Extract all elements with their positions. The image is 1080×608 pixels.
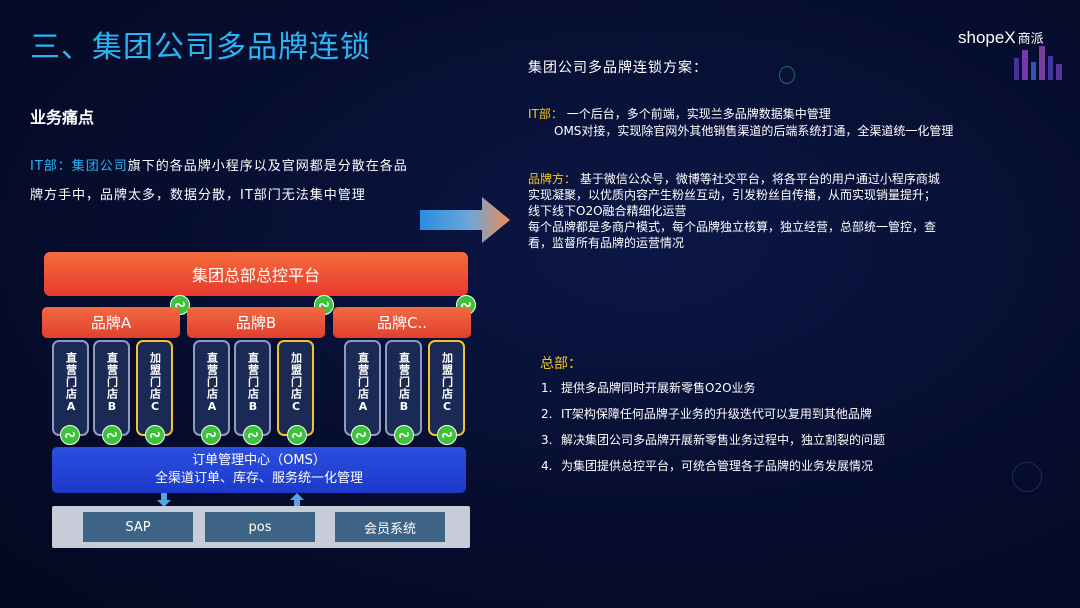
mini-program-icon xyxy=(60,425,80,445)
mini-program-icon xyxy=(437,425,457,445)
mini-program-icon xyxy=(287,425,307,445)
list-item: 4.为集团提供总控平台，可统合管理各子品牌的业务发展情况 xyxy=(541,459,874,473)
mini-program-icon xyxy=(102,425,122,445)
list-item: 1.提供多品牌同时开展新零售O2O业务 xyxy=(541,381,756,395)
platform-bar: 集团总部总控平台 xyxy=(44,252,468,296)
store-direct-b: 直营门店B xyxy=(385,340,422,436)
plan-brand-text1: 基于微信公众号，微博等社交平台，将各平台的用户通过小程序商城 xyxy=(579,172,940,186)
pain-body: 旗下的各品牌小程序以及官网都是分散在各品牌方手中，品牌太多，数据分散，IT部门无… xyxy=(30,159,408,203)
up-arrow-icon xyxy=(290,493,304,507)
store-direct-a: 直营门店A xyxy=(344,340,381,436)
decor-circle xyxy=(779,66,795,84)
pain-text: IT部：集团公司旗下的各品牌小程序以及官网都是分散在各品牌方手中，品牌太多，数据… xyxy=(30,152,420,210)
brand-b-box: 品牌B xyxy=(187,307,325,338)
store-direct-a: 直营门店A xyxy=(52,340,89,436)
plan-it-label: IT部： xyxy=(528,107,563,121)
down-arrow-icon xyxy=(157,493,171,507)
store-franchise-c: 加盟门店C xyxy=(277,340,314,436)
brand-c-box: 品牌C.. xyxy=(333,307,471,338)
oms-box: 订单管理中心（OMS） 全渠道订单、库存、服务统一化管理 xyxy=(52,447,466,493)
store-direct-a: 直营门店A xyxy=(193,340,230,436)
oms-title: 订单管理中心（OMS） xyxy=(192,453,326,468)
plan-it-line1: IT部： 一个后台，多个前端，实现兰多品牌数据集中管理 xyxy=(528,107,1018,122)
system-member: 会员系统 xyxy=(335,512,445,542)
logo-main: shopeX xyxy=(958,28,1016,47)
right-arrow-icon xyxy=(420,197,510,243)
list-item: 2.IT架构保障任何品牌子业务的升级迭代可以复用到其他品牌 xyxy=(541,407,872,421)
pain-lead-label: IT部：集团公司 xyxy=(30,159,128,174)
plan-it-text1: 一个后台，多个前端，实现兰多品牌数据集中管理 xyxy=(566,107,831,121)
plan-brand-line5: 看，监督所有品牌的运营情况 xyxy=(528,236,685,250)
store-franchise-c: 加盟门店C xyxy=(428,340,465,436)
mini-program-icon xyxy=(243,425,263,445)
logo-sub: 商派 xyxy=(1017,31,1044,46)
brand-a-box: 品牌A xyxy=(42,307,180,338)
plan-title: 集团公司多品牌连锁方案： xyxy=(528,60,708,76)
mini-program-icon xyxy=(351,425,371,445)
pain-title: 业务痛点 xyxy=(30,108,95,127)
logo-skyline-icon xyxy=(1014,46,1062,80)
system-sap: SAP xyxy=(83,512,193,542)
plan-brand-line1: 品牌方： 基于微信公众号，微博等社交平台，将各平台的用户通过小程序商城 xyxy=(528,172,1018,187)
hq-title: 总部： xyxy=(540,356,582,372)
slide-title: 三、集团公司多品牌连锁 xyxy=(30,30,371,65)
plan-it-line2: OMS对接，实现除官网外其他销售渠道的后端系统打通，全渠道统一化管理 xyxy=(554,124,954,138)
list-item: 3.解决集团公司多品牌开展新零售业务过程中，独立割裂的问题 xyxy=(541,433,886,447)
plan-brand-line4: 每个品牌都是多商户模式，每个品牌独立核算，独立经营，总部统一管控，查 xyxy=(528,220,937,234)
store-direct-b: 直营门店B xyxy=(93,340,130,436)
plan-brand-label: 品牌方： xyxy=(528,172,577,186)
store-direct-b: 直营门店B xyxy=(234,340,271,436)
mini-program-icon xyxy=(394,425,414,445)
plan-brand-line2: 实现凝聚，以优质内容产生粉丝互动，引发粉丝自传播，从而实现销量提升； xyxy=(528,188,937,202)
system-pos: pos xyxy=(205,512,315,542)
mini-program-icon xyxy=(145,425,165,445)
plan-brand-line3: 线下线下O2O融合精细化运营 xyxy=(528,204,687,218)
hq-list: 1.提供多品牌同时开展新零售O2O业务 2.IT架构保障任何品牌子业务的升级迭代… xyxy=(541,379,885,483)
mini-program-icon xyxy=(201,425,221,445)
store-franchise-c: 加盟门店C xyxy=(136,340,173,436)
oms-subtitle: 全渠道订单、库存、服务统一化管理 xyxy=(154,471,363,486)
decor-ring xyxy=(1012,462,1042,492)
